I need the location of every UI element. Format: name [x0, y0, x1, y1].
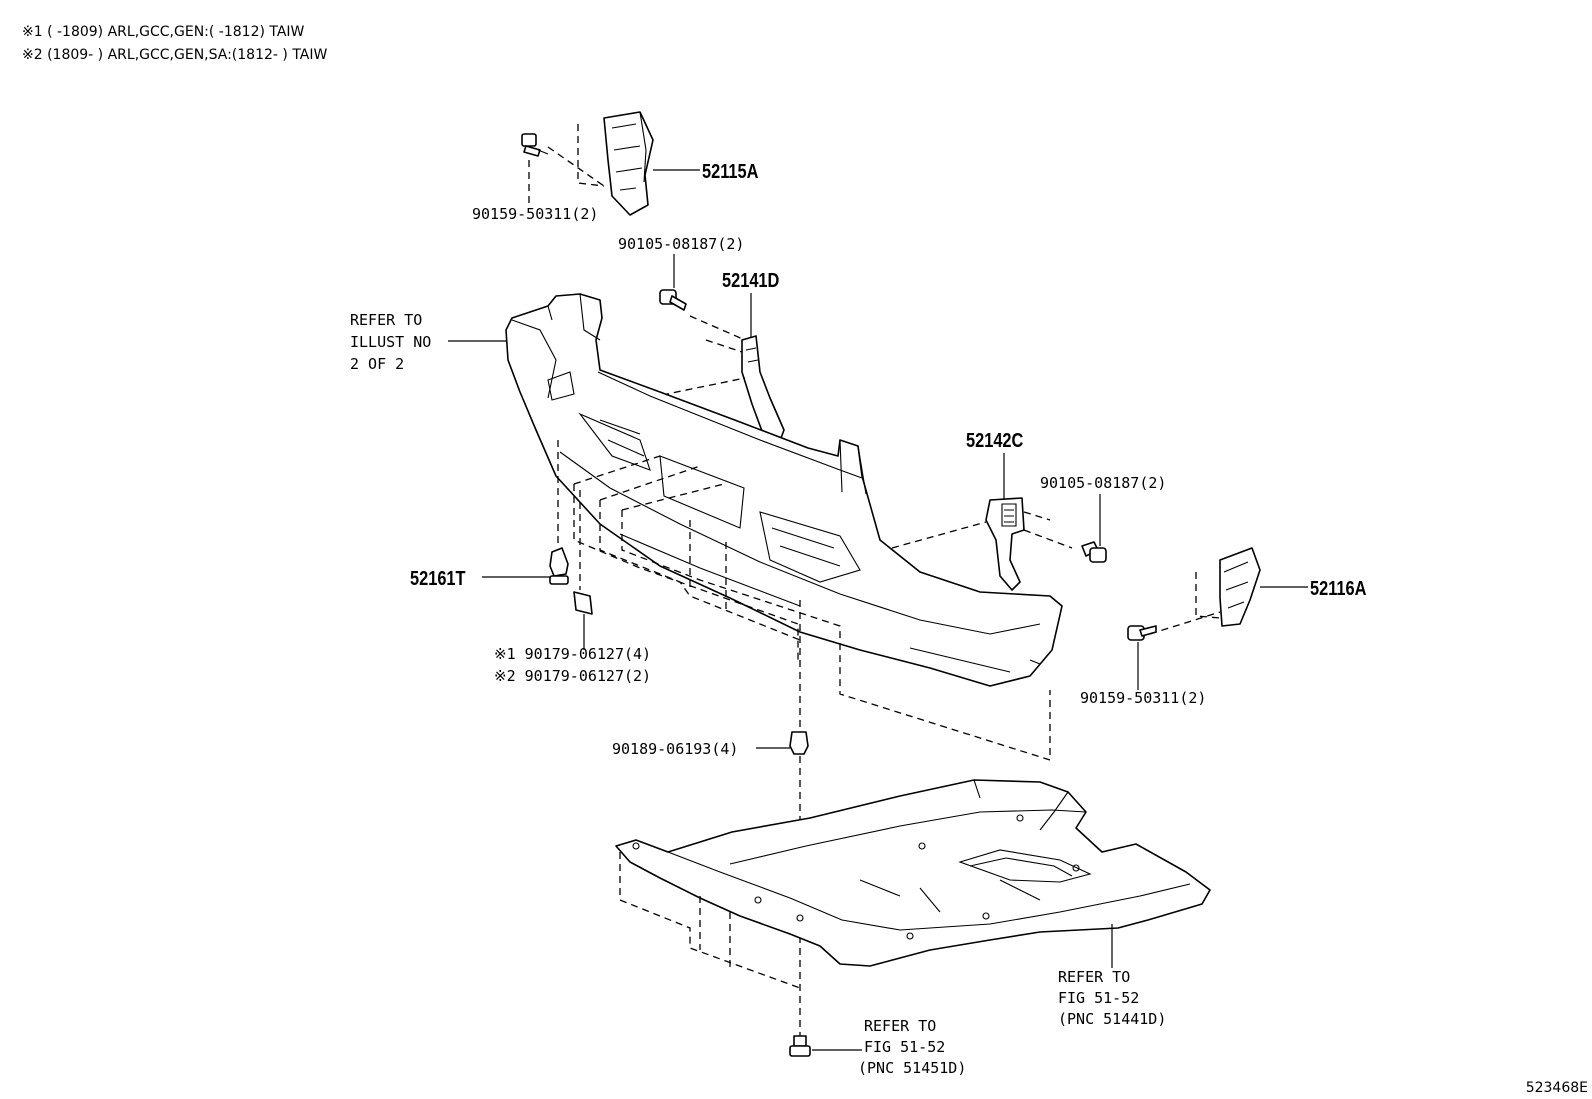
callout-52116a: 52116A [1310, 576, 1366, 599]
clip-52161t [549, 547, 569, 585]
callout-90189: 90189-06193(4) [612, 740, 738, 758]
refer-bumper-line-1: REFER TO [350, 311, 422, 329]
refer-bolt-line-3: (PNC 51451D) [858, 1059, 966, 1077]
bracket-52116a [1219, 547, 1261, 627]
under-cover-dash [619, 852, 801, 989]
refer-bumper-line-2: ILLUST NO [350, 333, 431, 351]
refer-cover-line-3: (PNC 51441D) [1058, 1010, 1166, 1028]
callout-90159-right: 90159-50311(2) [1080, 689, 1206, 707]
callout-90179-1: ※1 90179-06127(4) [494, 645, 651, 663]
callout-90179-2: ※2 90179-06127(2) [494, 667, 651, 685]
bracket-52116a-dash [1149, 572, 1221, 635]
bolt-90159-top [521, 133, 549, 157]
header-note-2: ※2 (1809- ) ARL,GCC,GEN,SA:(1812- ) TAIW [22, 47, 327, 63]
callout-52115a: 52115A [702, 159, 758, 182]
clip-90189 [789, 731, 809, 755]
front-bumper [505, 293, 1063, 687]
callout-52161t: 52161T [410, 566, 466, 589]
engine-under-cover [615, 779, 1211, 967]
bracket-52115a-dash [547, 124, 605, 187]
bolt-90105-top-dash [689, 315, 746, 341]
bolt-90105-right [1081, 541, 1107, 563]
refer-bolt-line-2: FIG 51-52 [864, 1038, 945, 1056]
bracket-52142c-dash [891, 511, 1073, 549]
diagram-id: 523468E [1526, 1080, 1588, 1096]
callout-52142c: 52142C [966, 428, 1023, 451]
callout-90159-top: 90159-50311(2) [472, 205, 598, 223]
bumper-cover-projection [573, 455, 1051, 761]
refer-cover-line-2: FIG 51-52 [1058, 989, 1139, 1007]
callout-90105-top: 90105-08187(2) [618, 235, 744, 253]
bolt-90105-top [659, 289, 687, 311]
bracket-52142c [985, 497, 1025, 591]
header-note-1: ※1 ( -1809) ARL,GCC,GEN:( -1812) TAIW [22, 24, 305, 40]
bolt-bottom [789, 1035, 811, 1057]
callout-90105-right: 90105-08187(2) [1040, 474, 1166, 492]
refer-bolt-line-1: REFER TO [864, 1017, 936, 1035]
refer-bumper-line-3: 2 OF 2 [350, 355, 404, 373]
bolt-90159-right [1127, 625, 1157, 641]
callout-52141d: 52141D [722, 268, 779, 291]
nut-90179 [573, 591, 593, 615]
bracket-52141d-dash [661, 339, 746, 396]
bracket-52115a [603, 111, 654, 216]
refer-cover-line-1: REFER TO [1058, 968, 1130, 986]
